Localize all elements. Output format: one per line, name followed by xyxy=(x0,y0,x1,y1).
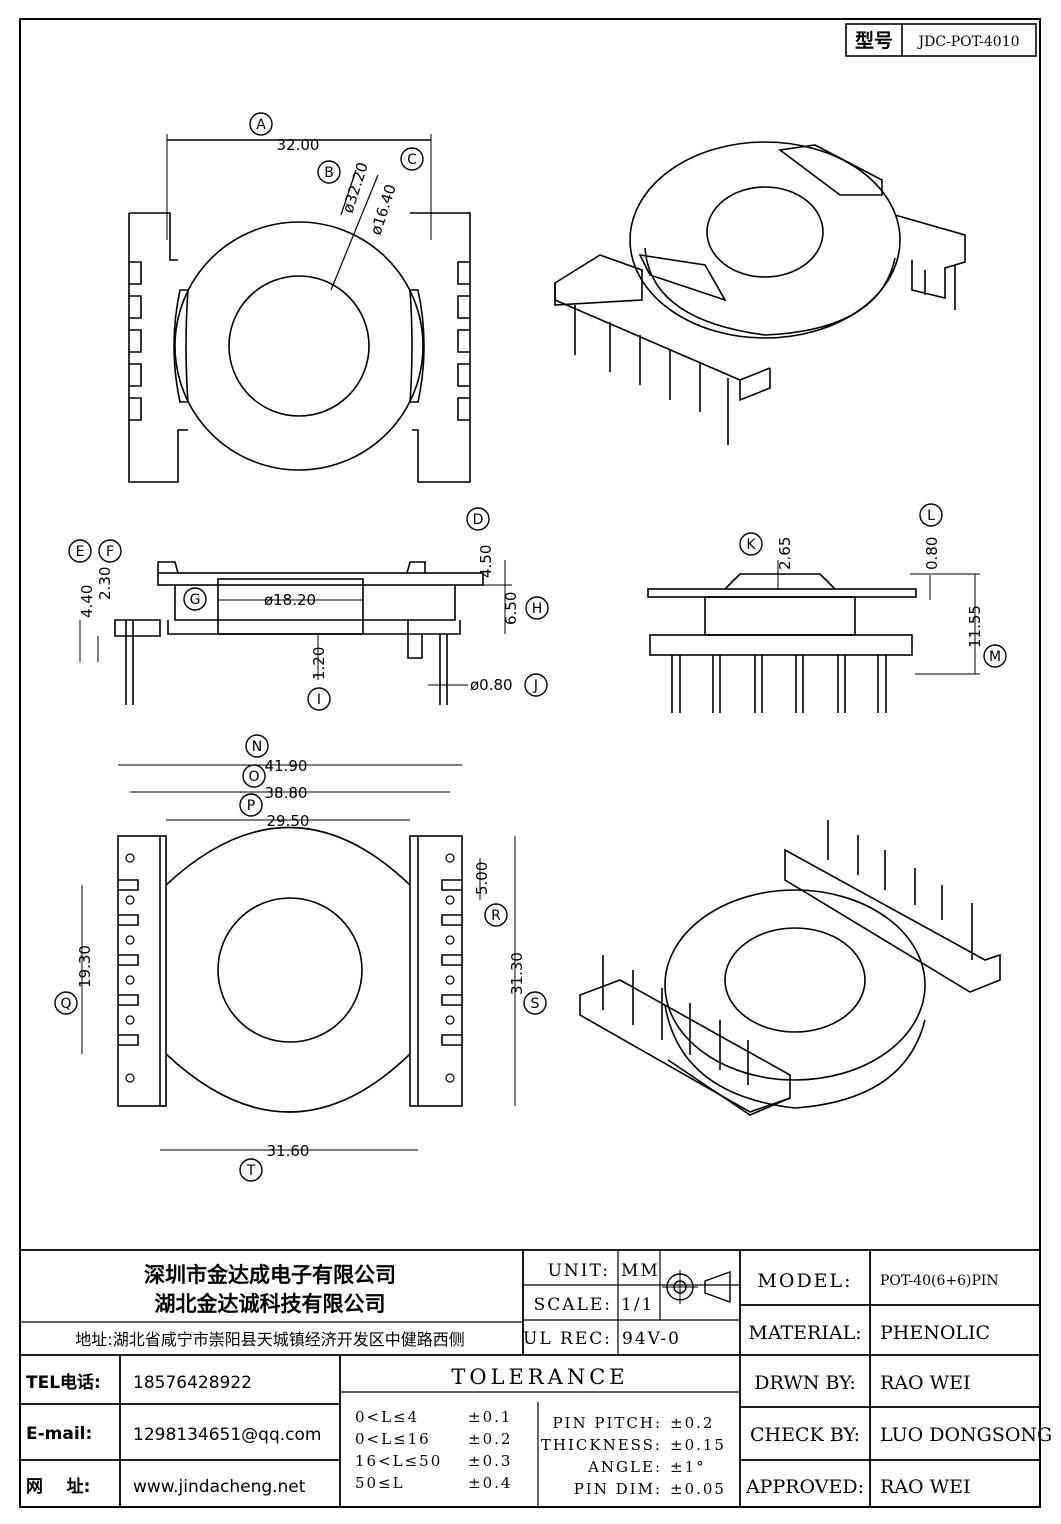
pin-pitch-label: PIN PITCH: xyxy=(552,1414,662,1432)
callout-F: F xyxy=(106,544,114,560)
company-name-1: 深圳市金达成电子有限公司 xyxy=(144,1263,396,1287)
callout-T: T xyxy=(246,1163,256,1179)
scale-value: 1/1 xyxy=(621,1295,654,1315)
material-label: MATERIAL: xyxy=(748,1322,861,1344)
pin-pitch-value: ±0.2 xyxy=(670,1414,714,1432)
isometric-view-top xyxy=(554,141,966,445)
check-by-value: LUO DONGSONG xyxy=(880,1424,1052,1446)
callout-B: B xyxy=(324,165,334,181)
drawn-by-value: RAO WEI xyxy=(880,1372,971,1394)
front-view xyxy=(647,560,980,713)
callout-I: I xyxy=(317,692,321,708)
tol-value-2: ±0.2 xyxy=(468,1430,512,1448)
pin-dim-value: ±0.05 xyxy=(670,1480,726,1498)
dim-C-value: ø16.40 xyxy=(367,182,400,237)
unit-value: MM xyxy=(621,1261,660,1281)
dim-D-value: 4.50 xyxy=(477,545,495,578)
dim-R-value: 5.00 xyxy=(473,862,491,895)
tol-range-4: 50≤L xyxy=(355,1474,405,1492)
unit-label: UNIT: xyxy=(548,1261,610,1281)
dim-O-value: 38.80 xyxy=(265,784,308,802)
approved-label: APPROVED: xyxy=(745,1476,864,1498)
tolerance-title: TOLERANCE xyxy=(451,1365,628,1389)
callout-R: R xyxy=(491,908,501,924)
dim-F-value: 2.30 xyxy=(96,567,114,600)
callout-L: L xyxy=(927,508,935,524)
dim-G-value: ø18.20 xyxy=(264,591,316,609)
callout-G: G xyxy=(190,592,201,608)
angle-value: ±1° xyxy=(670,1458,706,1476)
model-box-value: JDC-POT-4010 xyxy=(916,34,1019,50)
tol-range-3: 16<L≤50 xyxy=(355,1452,442,1470)
callout-N: N xyxy=(252,739,262,755)
model-label: MODEL: xyxy=(757,1270,852,1292)
callout-K: K xyxy=(746,537,756,553)
dim-L-value: 0.80 xyxy=(923,537,941,570)
dim-I-value: 1.20 xyxy=(310,647,328,680)
dim-Q-value: 19.30 xyxy=(76,945,94,988)
tol-value-3: ±0.3 xyxy=(468,1452,512,1470)
dim-M-value: 11.55 xyxy=(966,605,984,648)
thickness-label: THICKNESS: xyxy=(541,1436,662,1454)
callout-P: P xyxy=(247,798,255,814)
company-name-2: 湖北金达诚科技有限公司 xyxy=(155,1292,386,1316)
callout-E: E xyxy=(76,544,85,560)
callout-O: O xyxy=(248,769,259,785)
dim-N-value: 41.90 xyxy=(265,757,308,775)
dim-H-value: 6.50 xyxy=(502,592,520,625)
callout-C: C xyxy=(407,152,417,168)
model-number-box: 型号 JDC-POT-4010 xyxy=(845,23,1037,57)
thickness-value: ±0.15 xyxy=(670,1436,726,1454)
web-label: 网 址: xyxy=(26,1477,90,1497)
angle-label: ANGLE: xyxy=(587,1458,662,1476)
check-by-label: CHECK BY: xyxy=(750,1424,860,1446)
dim-E-value: 4.40 xyxy=(78,585,96,618)
callout-M: M xyxy=(989,649,1001,665)
callout-J: J xyxy=(533,678,538,694)
isometric-view-bottom xyxy=(579,820,1001,1116)
dim-S-value: 31.30 xyxy=(508,952,526,995)
dim-A-value: 32.00 xyxy=(277,136,320,154)
scale-label: SCALE: xyxy=(534,1295,612,1315)
email-label: E-mail: xyxy=(26,1424,92,1444)
tel-label: TEL电话: xyxy=(26,1372,101,1393)
dim-K-value: 2.65 xyxy=(776,537,794,570)
ul-rec-value: 94V-0 xyxy=(622,1329,681,1349)
callout-D: D xyxy=(473,512,484,528)
model-value: POT-40(6+6)PIN xyxy=(880,1273,999,1289)
bottom-view xyxy=(81,764,516,1151)
dim-J-value: ø0.80 xyxy=(470,676,513,694)
web-value: www.jindacheng.net xyxy=(133,1477,306,1497)
dim-T-value: 31.60 xyxy=(267,1142,310,1160)
tol-range-2: 0<L≤16 xyxy=(355,1430,431,1448)
pin-dim-label: PIN DIM: xyxy=(574,1480,662,1498)
material-value: PHENOLIC xyxy=(880,1322,990,1344)
callout-H: H xyxy=(532,601,543,617)
tol-value-4: ±0.4 xyxy=(468,1474,512,1492)
drawn-by-label: DRWN BY: xyxy=(754,1372,856,1394)
drawing-sheet xyxy=(19,18,1041,1508)
title-block xyxy=(19,1249,1041,1508)
email-value: 1298134651@qq.com xyxy=(133,1425,321,1445)
ul-rec-label: UL REC: xyxy=(523,1329,612,1349)
callout-A: A xyxy=(256,117,266,133)
dim-P-value: 29.50 xyxy=(267,812,310,830)
top-view xyxy=(128,134,471,483)
model-box-label: 型号 xyxy=(855,29,893,52)
callout-Q: Q xyxy=(60,996,71,1012)
tel-value: 18576428922 xyxy=(133,1373,252,1393)
dim-B-value: ø32.20 xyxy=(339,160,372,215)
company-address: 地址:湖北省咸宁市崇阳县天城镇经济开发区中健路西侧 xyxy=(75,1330,464,1349)
callout-S: S xyxy=(531,996,540,1012)
side-view xyxy=(79,560,512,705)
approved-value: RAO WEI xyxy=(880,1476,971,1498)
tol-range-1: 0<L≤4 xyxy=(355,1408,419,1426)
tol-value-1: ±0.1 xyxy=(468,1408,512,1426)
